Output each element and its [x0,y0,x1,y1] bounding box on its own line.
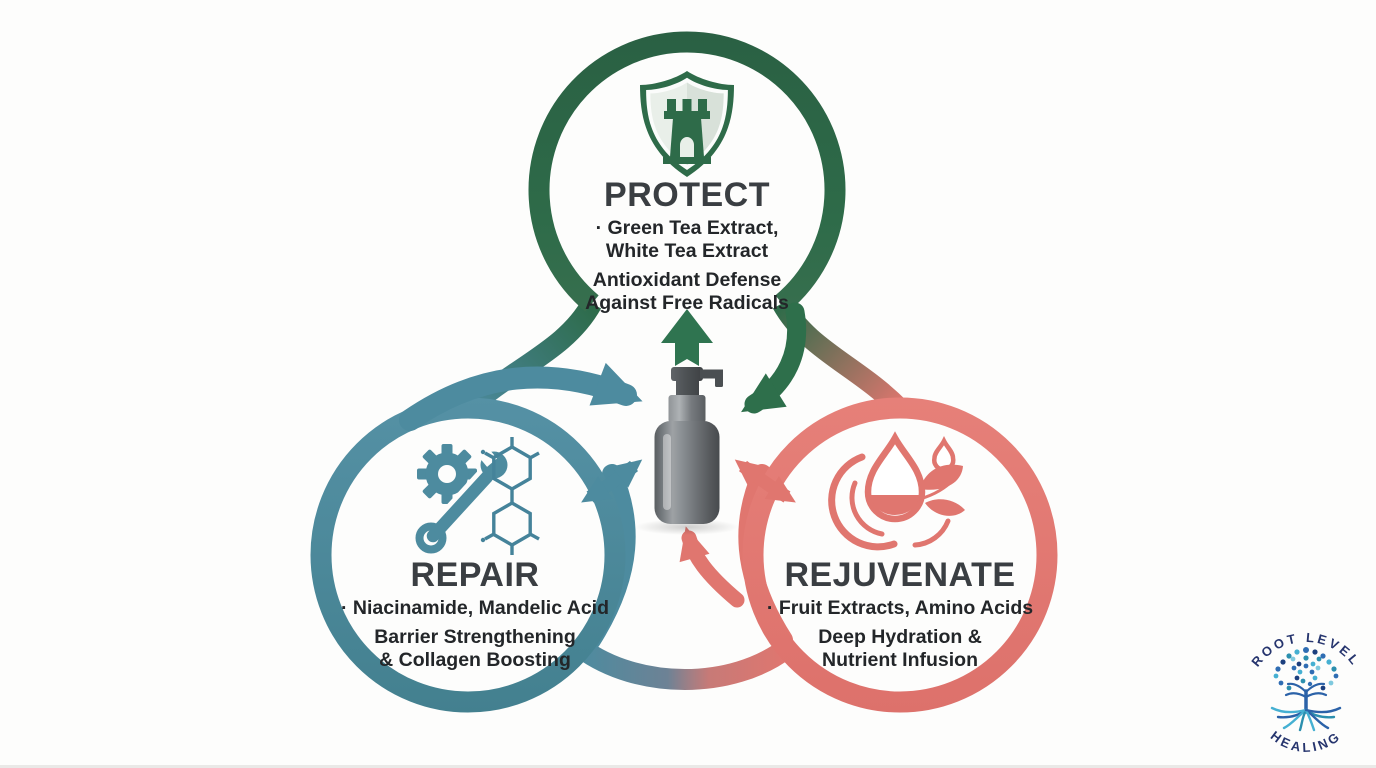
water-drop-leaf-icon [828,431,965,551]
root-level-healing-logo: ROOT LEVEL HEALING [1248,630,1360,755]
logo-arc-bottom-text: HEALING [1268,728,1344,755]
double-arrow-teal [581,459,643,503]
shield-castle-icon [640,71,734,177]
molecule-icon [480,437,540,555]
tree-roots [1270,706,1342,732]
protect-ring [528,31,846,312]
ribbon-repair-to-rejuvenate [574,639,794,690]
rejuvenate-ring [742,397,1058,713]
leaf [920,464,963,490]
leaf [925,499,965,516]
tree-of-life-icon [1270,647,1342,732]
bottle-highlight [663,434,671,510]
arrow-rejuvenate-to-product [679,526,745,608]
repair-ring [310,397,626,713]
bottle-shadow [635,519,739,535]
bottle-collar [668,395,706,423]
arrow-repair-to-product [399,362,643,431]
bottom-edge-line [0,765,1376,768]
pump-column [676,377,699,397]
swirl-arc [912,518,951,548]
pump-spout-tip [715,376,723,387]
bottle-body [654,421,720,524]
arrow-protect-to-product [741,302,807,414]
double-arrow-coral [734,459,796,503]
skincare-pump-bottle-icon [635,367,739,535]
pump-spout [700,369,723,379]
swirl-arc [828,453,898,551]
gear-wrench-molecule-icon [410,437,540,559]
castle-door [680,137,694,157]
drop-fill [871,495,919,515]
arrow-up-to-protect [661,309,713,366]
swirl-arc [849,480,885,537]
